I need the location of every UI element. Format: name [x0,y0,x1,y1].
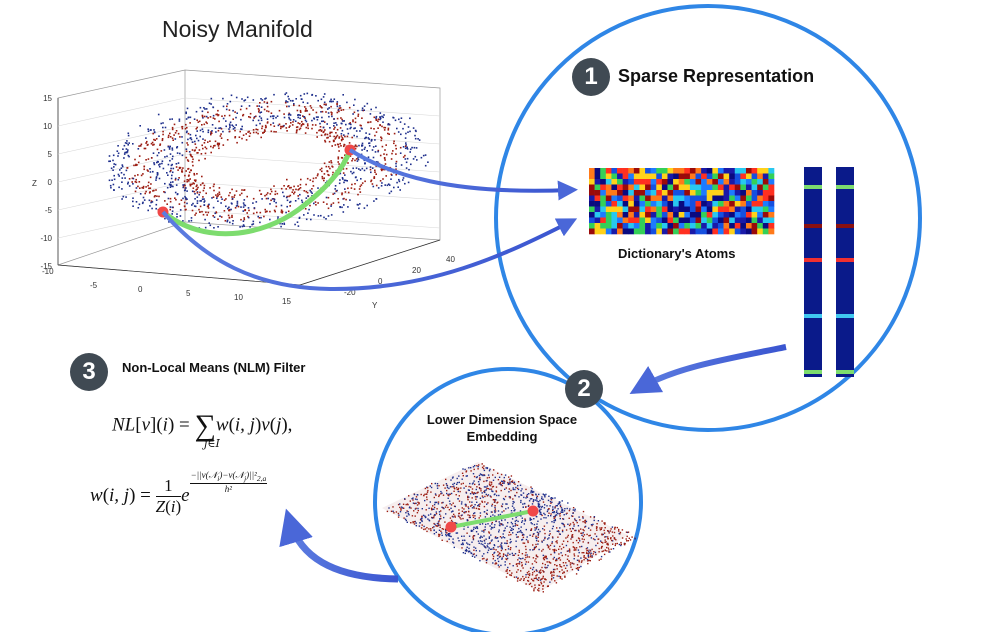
step-2-label: Lower Dimension Space Embedding [426,412,578,444]
dictionary-atoms-matrix [589,168,775,235]
geodesic-curve-3d [160,147,353,237]
z-tick-label: -5 [45,206,53,215]
y-tick-label: 0 [378,277,383,286]
y-tick-label: -20 [344,288,356,297]
endpoint-right-embedded [527,505,539,517]
x-tick-label: 5 [186,289,191,298]
y-axis-label: Y [372,301,378,310]
plot-floor-edge-a [184,221,441,241]
z-tick-label: 5 [48,150,53,159]
step-1-badge: 1 [572,58,610,96]
z-tick-label: 15 [43,94,52,103]
x-tick-label: -5 [90,281,98,290]
x-tick-label: 0 [138,285,143,294]
endpoint-left-embedded [445,521,457,533]
x-tick-label: -10 [42,267,54,276]
y-tick-label: 20 [412,266,421,275]
nlm-equation: NL[v](i) = ∑w(i, j)v(j), j∈I [112,409,293,450]
sparse-representation-ring [494,4,922,432]
plot-floor-edge-b [57,221,186,266]
plot-x-axis [57,264,301,286]
arrow-lower-point-to-dictionary [161,210,578,292]
arrow-codes-to-embedding [629,344,787,394]
dictionary-label: Dictionary's Atoms [618,246,736,261]
x-tick-label: 15 [282,297,291,306]
step-1-label: Sparse Representation [618,66,815,86]
z-tick-label: -15 [40,262,52,271]
step-3-label: Non-Local Means (NLM) Filter [122,360,306,375]
geodesic-line-embedded [449,509,535,529]
embedding-sheet-points [382,462,636,593]
step-2-badge: 2 [565,370,603,408]
x-tick-label: 10 [234,293,243,302]
noisy-manifold-points [108,92,429,229]
plot-gridlines [57,97,441,239]
step-3-badge: 3 [70,353,108,391]
z-tick-label: 0 [48,178,53,187]
z-axis-label: Z [32,179,37,188]
y-tick-label: 40 [446,255,455,264]
plot-y-axis [299,239,441,286]
z-tick-label: 10 [43,122,52,131]
z-tick-label: -10 [40,234,52,243]
sparse-code-columns [804,167,854,377]
arrow-embedding-to-filter [279,508,399,583]
page-title: Noisy Manifold [162,16,313,42]
arrow-upper-point-to-dictionary [348,148,578,201]
